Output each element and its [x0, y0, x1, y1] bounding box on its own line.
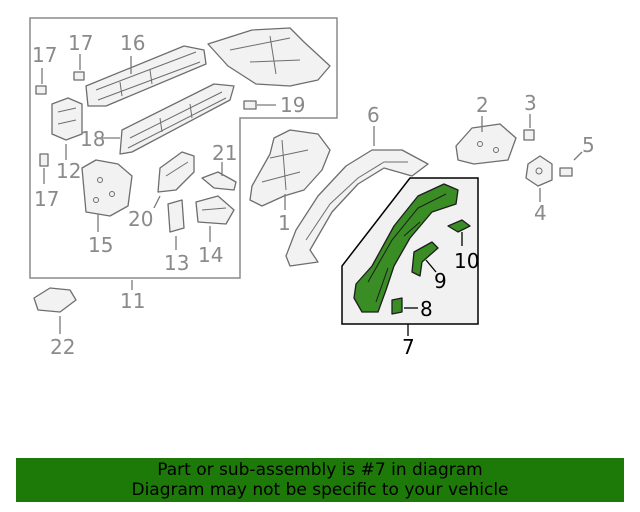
part-6[interactable] — [285, 149, 429, 267]
part-12[interactable] — [51, 97, 83, 141]
part-13[interactable] — [167, 199, 185, 233]
part-18[interactable] — [119, 83, 235, 155]
callout-21: 21 — [212, 141, 237, 165]
apron-upper-panel[interactable] — [207, 27, 331, 87]
callout-6: 6 — [367, 103, 380, 127]
callout-14: 14 — [198, 243, 223, 267]
callout-17-b: 17 — [68, 31, 93, 55]
banner-line-2: Diagram may not be specific to your vehi… — [131, 480, 509, 500]
part-4[interactable] — [525, 155, 553, 187]
callout-17-a: 17 — [32, 43, 57, 67]
callout-18: 18 — [80, 127, 105, 151]
callout-4: 4 — [534, 201, 547, 225]
part-1[interactable] — [249, 129, 331, 207]
diagram-notice-banner: Part or sub-assembly is #7 in diagram Di… — [16, 458, 624, 502]
leaders-inactive — [41, 54, 583, 334]
callout-3: 3 — [524, 91, 537, 115]
callout-17-c: 17 — [34, 187, 59, 211]
part-10[interactable] — [447, 219, 471, 233]
bolt-17-c[interactable] — [39, 153, 49, 167]
banner-line-1: Part or sub-assembly is #7 in diagram — [157, 460, 483, 480]
part-14[interactable] — [195, 195, 235, 225]
callout-5: 5 — [582, 133, 595, 157]
part-2[interactable] — [455, 123, 517, 165]
bolt-3[interactable] — [523, 129, 535, 141]
bolt-5[interactable] — [559, 167, 573, 177]
callout-2: 2 — [476, 93, 489, 117]
part-15[interactable] — [81, 159, 133, 217]
callout-13: 13 — [164, 251, 189, 275]
callout-1: 1 — [278, 211, 291, 235]
group-box-11 — [29, 17, 338, 279]
part-21[interactable] — [201, 171, 237, 191]
bolt-17-a[interactable] — [35, 85, 47, 95]
callout-22: 22 — [50, 335, 75, 359]
part-20[interactable] — [157, 151, 195, 193]
part-9[interactable] — [411, 241, 439, 277]
leaders-active — [404, 232, 463, 336]
part-16[interactable] — [85, 45, 207, 107]
callout-10: 10 — [454, 249, 479, 273]
part-22[interactable] — [33, 287, 77, 313]
bolt-17-b[interactable] — [73, 71, 85, 81]
callout-7: 7 — [402, 335, 415, 359]
callout-20: 20 — [128, 207, 153, 231]
callout-15: 15 — [88, 233, 113, 257]
part-8[interactable] — [391, 297, 403, 315]
callout-12: 12 — [56, 159, 81, 183]
callout-9: 9 — [434, 269, 447, 293]
part-7-rail[interactable] — [353, 183, 459, 313]
callout-11: 11 — [120, 289, 145, 313]
callout-19: 19 — [280, 93, 305, 117]
callout-8: 8 — [420, 297, 433, 321]
bolt-19[interactable] — [243, 100, 257, 110]
callout-16: 16 — [120, 31, 145, 55]
